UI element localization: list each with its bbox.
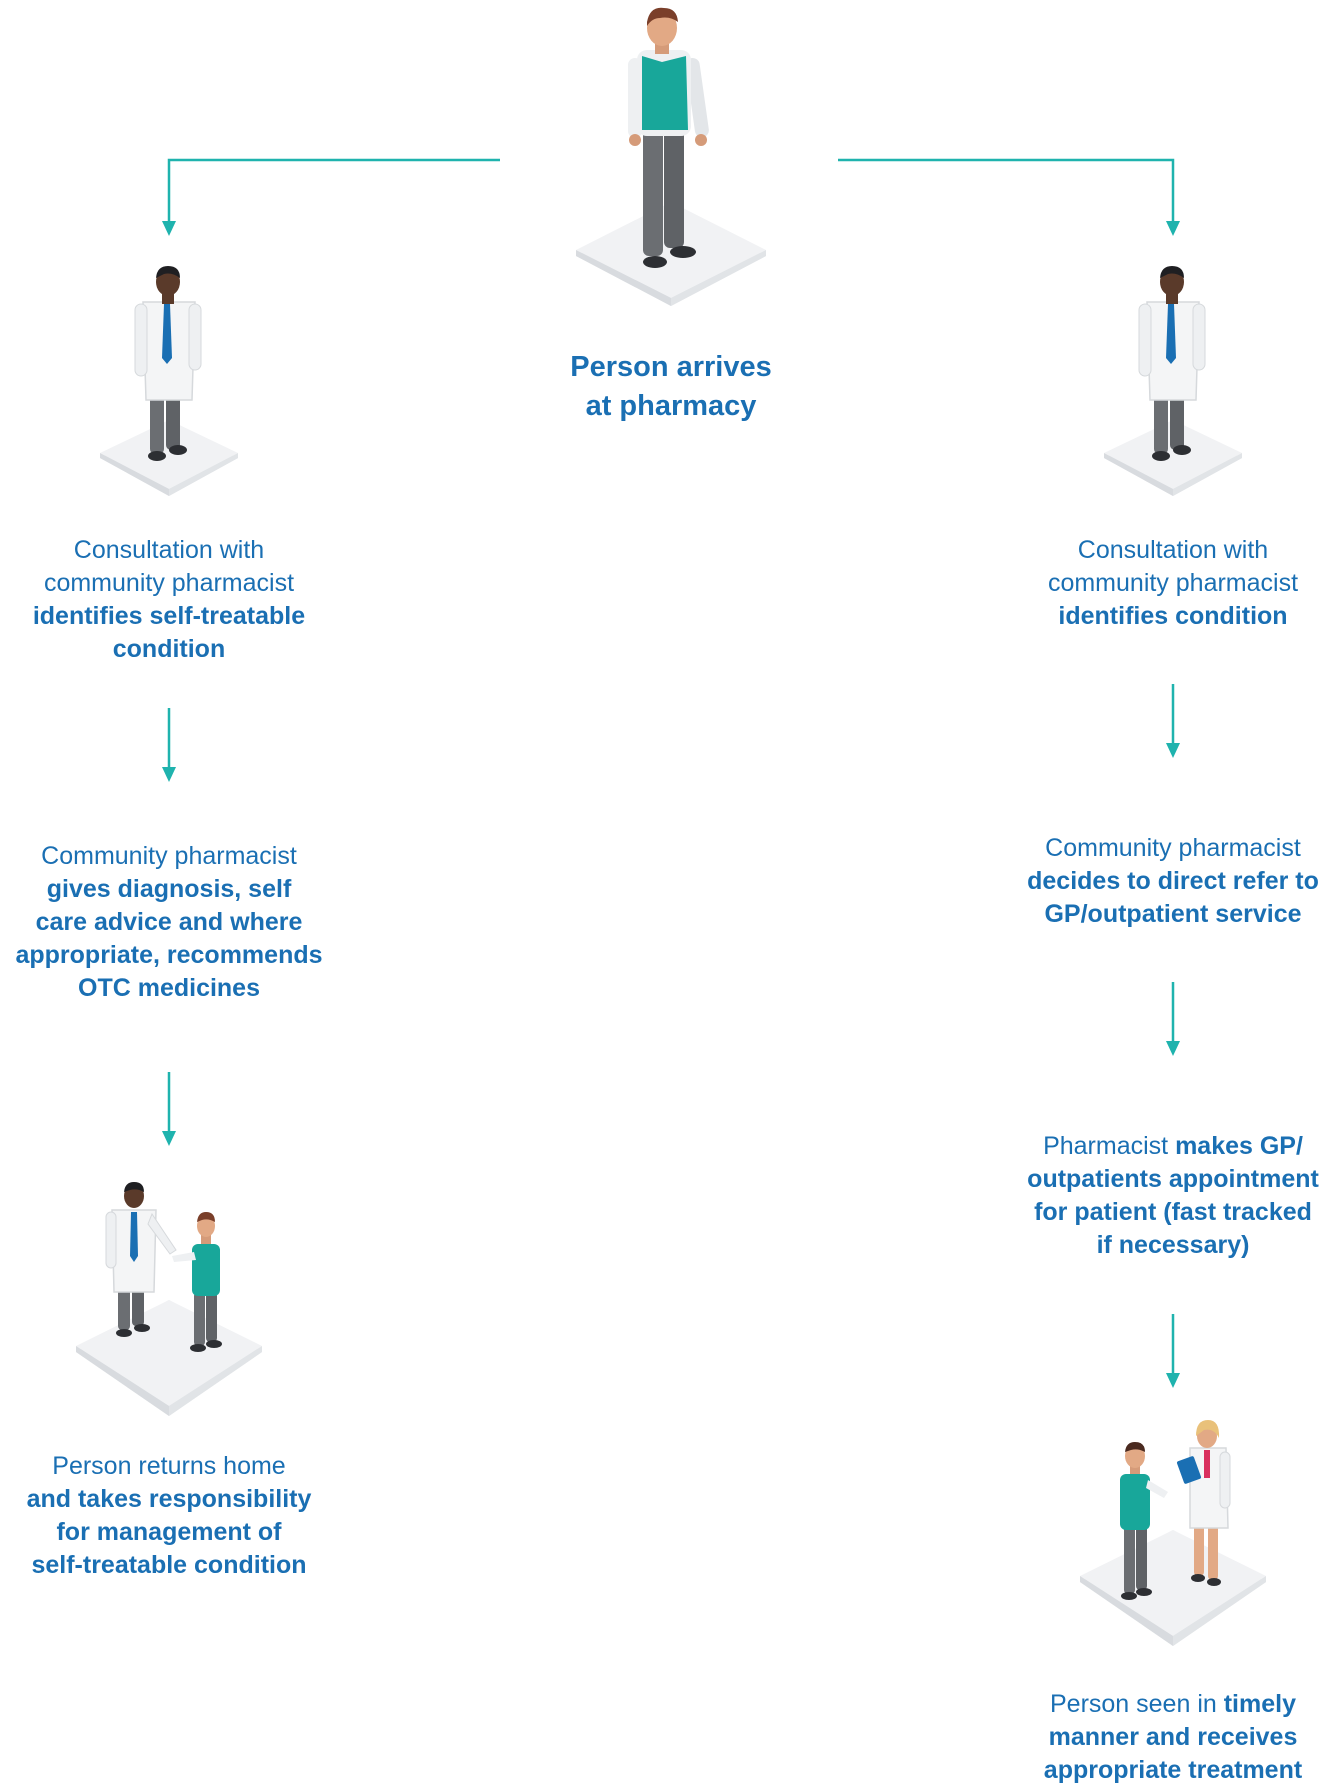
label-line: OTC medicines [0,972,338,1005]
label-text: Person returns home [52,1452,286,1480]
label-text-bold: and takes responsibility [26,1485,312,1513]
label-text: Consultation with [1077,536,1269,564]
label-text-bold: if necessary) [1096,1231,1250,1259]
label-text-bold: appropriate, recommends [15,941,323,969]
label-line: Person returns home [4,1450,334,1483]
label-line: decides to direct refer to [1004,865,1342,898]
left-arrowhead-2 [162,1131,176,1146]
label-text: Consultation with [73,536,265,564]
label-text-bold: gives diagnosis, self [46,875,292,903]
label-text: community pharmacist [43,569,295,597]
label-text-bold: OTC medicines [78,974,260,1002]
label-text: Community pharmacist [1045,834,1301,862]
label-text-bold: makes GP/ [1175,1132,1303,1160]
platform-left-1 [100,420,238,496]
label-line: identifies self-treatable [4,600,334,633]
label-text-bold: for patient (fast tracked [1034,1198,1312,1226]
doctor-figure [1177,1420,1231,1586]
label-line: identifies condition [1008,600,1338,633]
label-line: Community pharmacist [0,840,338,873]
label-line: gives diagnosis, self [0,873,338,906]
label-text-bold: GP/outpatient service [1044,900,1302,928]
label-line: condition [4,633,334,666]
label-line: Consultation with [1008,534,1338,567]
label-line: Person seen in timely [1008,1688,1338,1721]
label-text-bold: identifies condition [1058,602,1288,630]
label-line: care advice and where [0,906,338,939]
right-step2-label: Community pharmacist decides to direct re… [1004,832,1342,931]
start-label-line1: Person arrives [570,351,772,383]
platform-left-2 [76,1300,262,1416]
label-text-bold: for management of [56,1518,282,1546]
branch-left-connector [167,158,500,229]
label-text: community pharmacist [1047,569,1299,597]
label-line: and takes responsibility [4,1483,334,1516]
right-arrowhead-2 [1166,1041,1180,1056]
pharmacist-handover-figure [105,1182,177,1337]
label-line: Consultation with [4,534,334,567]
label-text-bold: appropriate treatment [1043,1756,1303,1784]
label-line: GP/outpatient service [1004,898,1342,931]
start-label-line2: at pharmacy [585,390,757,422]
label-line: manner and receives [1008,1721,1338,1754]
start-label: Person arrives at pharmacy [520,348,822,426]
branch-right-connector [838,158,1175,229]
left-arrowhead-1 [162,767,176,782]
right-step1-label: Consultation with community pharmacist ide… [1008,534,1338,633]
left-step2-label: Community pharmacist gives diagnosis, sel… [0,840,338,1005]
pharmacist-figure-right [1138,266,1206,461]
label-text: Pharmacist [1043,1132,1176,1160]
patient-figure-start [628,7,709,268]
left-step1-label: Consultation with community pharmacist ide… [4,534,334,666]
label-text-bold: care advice and where [35,908,303,936]
label-line: community pharmacist [1008,567,1338,600]
label-text-bold: manner and receives [1048,1723,1298,1751]
platform-right-2 [1080,1530,1266,1646]
patient-handover-figure [172,1212,222,1352]
label-line: Pharmacist makes GP/ [1004,1130,1342,1163]
branch-right-arrowhead [1166,221,1180,236]
right-arrowhead-3 [1166,1373,1180,1388]
label-line: for patient (fast tracked [1004,1196,1342,1229]
branch-left-arrowhead [162,221,176,236]
label-text-bold: timely [1223,1690,1296,1718]
left-step3-label: Person returns home and takes responsibil… [4,1450,334,1582]
platform-right-1 [1104,420,1242,496]
label-text: Community pharmacist [41,842,297,870]
label-text-bold: self-treatable condition [31,1551,307,1579]
patient-consultation-figure [1120,1442,1168,1600]
label-text: Person seen in [1050,1690,1224,1718]
right-arrowhead-1 [1166,743,1180,758]
label-line: if necessary) [1004,1229,1342,1262]
label-line: outpatients appointment [1004,1163,1342,1196]
label-text-bold: identifies self-treatable [32,602,306,630]
label-line: community pharmacist [4,567,334,600]
right-step3-label: Pharmacist makes GP/outpatients appointm… [1004,1130,1342,1262]
label-line: appropriate, recommends [0,939,338,972]
label-line: self-treatable condition [4,1549,334,1582]
label-line: for management of [4,1516,334,1549]
label-line: Community pharmacist [1004,832,1342,865]
label-text-bold: condition [112,635,226,663]
label-line: appropriate treatment [1008,1754,1338,1787]
pharmacist-figure-left [134,266,202,461]
label-text-bold: decides to direct refer to [1027,867,1319,895]
label-text-bold: outpatients appointment [1027,1165,1319,1193]
